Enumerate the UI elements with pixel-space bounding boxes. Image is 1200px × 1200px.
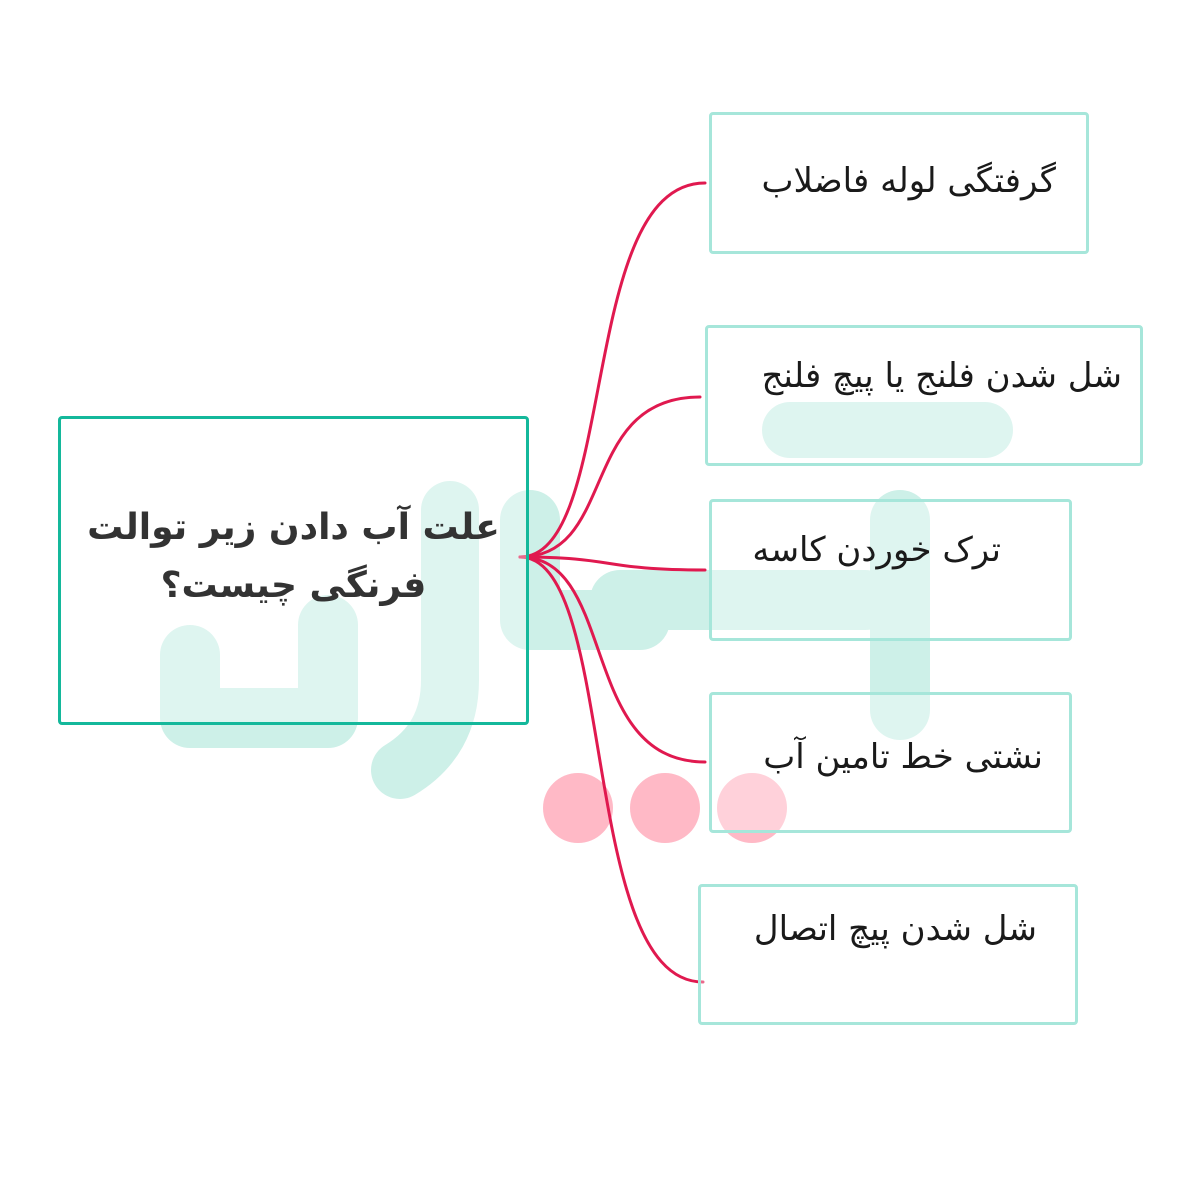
branch-label-2: شل شدن فلنج یا پیچ فلنج [761, 356, 1122, 396]
watermark-letter-shape [371, 481, 479, 799]
watermark-dot [717, 773, 787, 843]
watermark-dot [543, 773, 613, 843]
central-topic-title: علت آب دادن زیر توالت فرنگی چیست؟ [87, 506, 500, 606]
branch-box-5: شل شدن پیچ اتصال [698, 884, 1078, 1025]
connector-line-1 [518, 181, 707, 559]
connector-line-5 [518, 555, 705, 984]
branch-box-4: نشتی خط تامین آب [709, 692, 1072, 833]
branch-box-3: ترک خوردن کاسه [709, 499, 1072, 641]
branch-label-3: ترک خوردن کاسه [752, 530, 1001, 570]
connector-line-2 [518, 395, 702, 559]
watermark-dot [630, 773, 700, 843]
watermark-letter-shape [160, 595, 358, 748]
branch-label-1: گرفتگی لوله فاضلاب [761, 161, 1056, 201]
connector-line-4 [518, 555, 707, 764]
central-topic-box: علت آب دادن زیر توالت فرنگی چیست؟ [58, 416, 529, 725]
branch-label-4: نشتی خط تامین آب [763, 737, 1043, 777]
connector-line-3 [518, 555, 707, 572]
branch-label-5: شل شدن پیچ اتصال [753, 909, 1037, 949]
branch-box-1: گرفتگی لوله فاضلاب [709, 112, 1089, 254]
branch-box-2: شل شدن فلنج یا پیچ فلنج [705, 325, 1143, 466]
